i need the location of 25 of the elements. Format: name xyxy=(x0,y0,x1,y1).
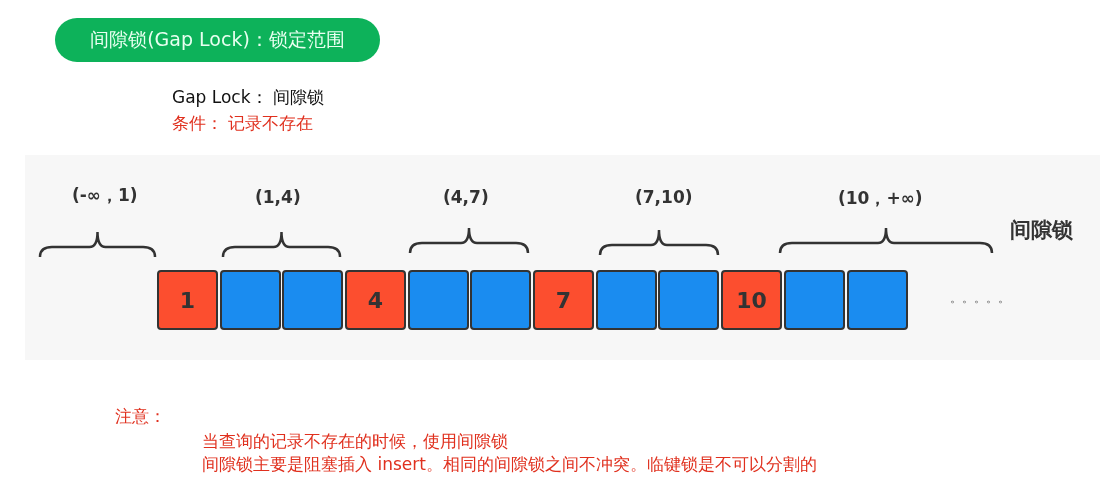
interval-label: (1,4) xyxy=(255,187,301,207)
gap-cell xyxy=(658,270,719,330)
gap-cell xyxy=(470,270,531,330)
note-heading: 注意： xyxy=(115,405,166,428)
gap-cell xyxy=(220,270,281,330)
record-cell: 7 xyxy=(533,270,594,330)
gap-cell xyxy=(847,270,908,330)
interval-label: (10，+∞) xyxy=(838,187,923,210)
record-cell: 1 xyxy=(157,270,218,330)
gap-cell xyxy=(282,270,343,330)
label: Gap Lock： 间隙锁 xyxy=(172,86,324,109)
label: 间隙锁 xyxy=(1010,217,1073,244)
ellipsis-text: 。。。。。 xyxy=(950,290,1010,307)
interval-label: (4,7) xyxy=(443,187,489,207)
gap-cell xyxy=(596,270,657,330)
note-text: 当查询的记录不存在的时候，使用间隙锁 xyxy=(202,430,508,453)
title-pill: 间隙锁(Gap Lock)：锁定范围 xyxy=(55,18,380,62)
record-cell: 10 xyxy=(721,270,782,330)
interval-label: (-∞，1) xyxy=(72,184,138,207)
interval-label: (7,10) xyxy=(635,187,693,207)
condition-text: 条件： 记录不存在 xyxy=(172,112,314,135)
gap-cell xyxy=(784,270,845,330)
gap-cell xyxy=(408,270,469,330)
record-cell: 4 xyxy=(345,270,406,330)
note-text: 间隙锁主要是阻塞插入 insert。相同的间隙锁之间不冲突。临键锁是不可以分割的 xyxy=(202,453,817,476)
